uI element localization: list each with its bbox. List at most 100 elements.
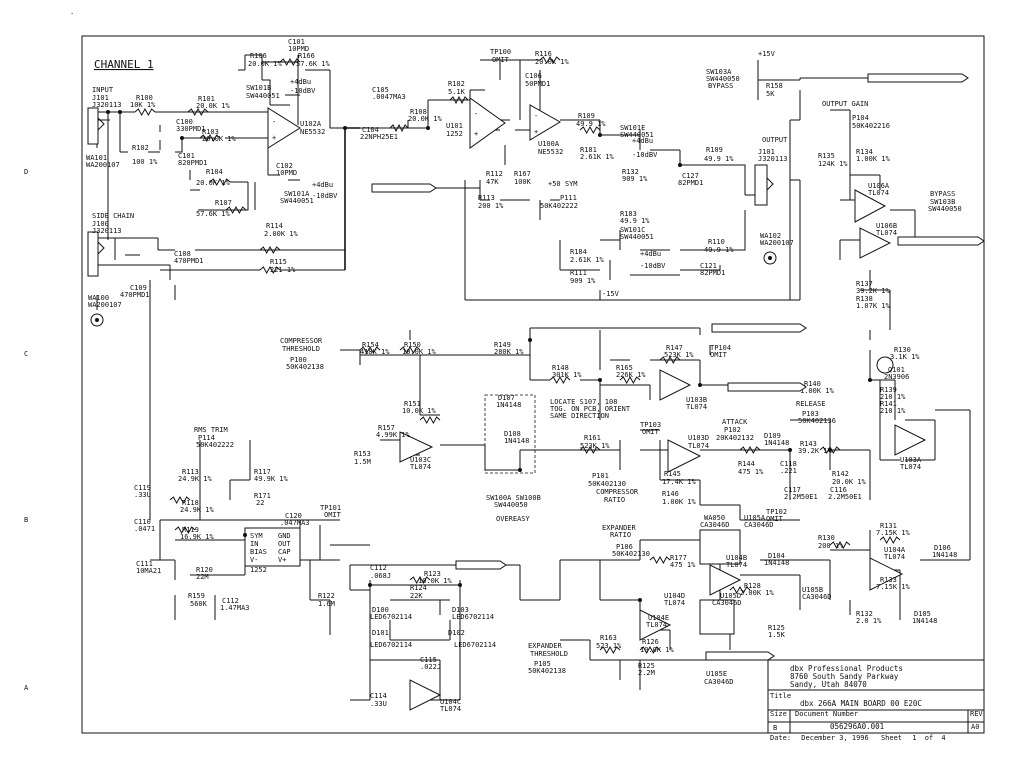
label-u106a: U106A xyxy=(868,182,890,190)
label-c110: C110 xyxy=(134,518,151,526)
resistor-symbol xyxy=(829,540,851,550)
of-value: 4 xyxy=(941,734,946,742)
label-q101v: 2N3906 xyxy=(884,373,909,381)
label-locate3: SAME DIRECTION xyxy=(550,412,609,420)
opamp-u100a: -+ xyxy=(529,104,561,141)
label-c116: C116 xyxy=(830,486,847,494)
label-d100v: LED6702114 xyxy=(370,613,412,621)
label-j100: J100 xyxy=(92,220,109,228)
date-value: December 3, 1996 xyxy=(801,734,869,742)
margin-mark-b: B xyxy=(24,516,28,524)
label-r143: R143 xyxy=(800,440,817,448)
docnum-label: Document Number xyxy=(795,710,858,718)
label-c101v: 820PMD1 xyxy=(178,159,208,167)
label-r166: R166 xyxy=(298,52,315,60)
label-c112v: .068J xyxy=(370,572,391,580)
opamp-u104b xyxy=(709,564,742,596)
label-r124v: 22K xyxy=(410,592,423,600)
label-c108v: 470PMD1 xyxy=(174,257,204,265)
label-j101bv: J320113 xyxy=(758,155,788,163)
label-d103: D103 xyxy=(452,606,469,614)
label-r126: R126 xyxy=(642,638,659,646)
label-p104v: 50K402216 xyxy=(852,122,890,130)
label-r154: R154 xyxy=(362,341,379,349)
label-r157v: 4.99K 1% xyxy=(376,431,411,439)
label-p103v: 50K402136 xyxy=(798,417,836,425)
resistor-symbol xyxy=(449,95,469,105)
label-r141: R141 xyxy=(880,400,897,408)
label-u105dv: CA3046D xyxy=(712,599,742,607)
title-block-text: dbx Professional Products 8760 South San… xyxy=(770,664,983,732)
label-r149: R149 xyxy=(494,341,511,349)
label-r106: R106 xyxy=(250,52,267,60)
svg-text:SYM: SYM xyxy=(250,532,263,540)
label-u104a: U104A xyxy=(884,546,906,554)
size-label: Size xyxy=(770,710,787,718)
label-sw101b: SW101B xyxy=(246,84,271,92)
resistor-symbol xyxy=(389,123,409,133)
label-r107: R107 xyxy=(215,199,232,207)
label-sidechain: SIDE CHAIN xyxy=(92,212,134,220)
flag-ch1-bypass-led xyxy=(867,73,969,83)
label-c119: C119 xyxy=(134,484,151,492)
svg-text:V+: V+ xyxy=(278,556,286,564)
label-u105b: U105B xyxy=(802,586,823,594)
label-r147: R147 xyxy=(666,344,683,352)
label-comp: COMPRESSOR xyxy=(280,337,323,345)
connector-wa102 xyxy=(763,251,777,265)
label-r130v: 3.1K 1% xyxy=(890,353,920,361)
label-r122v: 1.6M xyxy=(318,600,335,608)
label-r125v: 2.2M xyxy=(638,669,655,677)
label-c105v: .0047MA3 xyxy=(372,93,406,101)
label-r107v: 57.6K 1% xyxy=(196,210,231,218)
label-c121: C121 xyxy=(700,262,717,270)
label-p100v: 50K402138 xyxy=(286,363,324,371)
label-r118: R118 xyxy=(182,499,199,507)
label-tp103v: OMIT xyxy=(642,428,660,436)
label-d105: D105 xyxy=(914,610,931,618)
label-exp: EXPANDER xyxy=(528,642,563,650)
label-p102v: 20K402132 xyxy=(716,434,754,442)
resistor-symbol xyxy=(579,445,601,455)
label-r145: R145 xyxy=(664,470,681,478)
label-u105: 1252 xyxy=(250,566,267,574)
label-r165v: 226K 1% xyxy=(616,371,646,379)
label-r161v: 523K 1% xyxy=(580,442,610,450)
transistor-q101 xyxy=(876,356,894,374)
label-r150: R150 xyxy=(404,341,421,349)
label-sw100a: SW100A SW100B xyxy=(486,494,541,502)
label-r110: R110 xyxy=(708,238,725,246)
label-r115v: 221 1% xyxy=(270,266,296,274)
label-u103d: U103D xyxy=(688,434,709,442)
svg-text:GND: GND xyxy=(278,532,291,540)
date-label: Date: xyxy=(770,734,792,742)
label-u105bv: CA3046D xyxy=(802,593,832,601)
label-p111: P111 xyxy=(560,194,577,202)
label-r146: R146 xyxy=(662,490,679,498)
label-r153v: 1.5M xyxy=(354,458,371,466)
resistor-symbol xyxy=(187,107,209,117)
label-attack: ATTACK xyxy=(722,418,748,426)
label-c108: C108 xyxy=(174,250,191,258)
resistor-symbol xyxy=(259,245,281,255)
label-r137v: 39.2K 1% xyxy=(856,287,891,295)
label-r130bv: 200 1% xyxy=(818,542,844,550)
label-wa050v: CA3046D xyxy=(700,521,730,529)
passive-components xyxy=(106,55,901,655)
label-sw101e: SW101E xyxy=(620,124,645,132)
label-u105d: U105D xyxy=(720,592,741,600)
label-c110v: .0471 xyxy=(134,525,155,533)
label-j101v: J320113 xyxy=(92,101,122,109)
label-r115: R115 xyxy=(270,258,287,266)
label-p4db1: +4dBu xyxy=(290,78,311,86)
label-r130b: R130 xyxy=(818,534,835,542)
junction-dot xyxy=(528,338,532,342)
label-locate2: TOG. ON PCB, ORIENT xyxy=(550,405,631,413)
label-tp102: TP102 xyxy=(766,508,787,516)
title-value: dbx 266A MAIN BOARD 00 E20C xyxy=(800,699,922,708)
label-r104: R104 xyxy=(206,168,223,176)
opamp-u106a xyxy=(854,189,887,223)
